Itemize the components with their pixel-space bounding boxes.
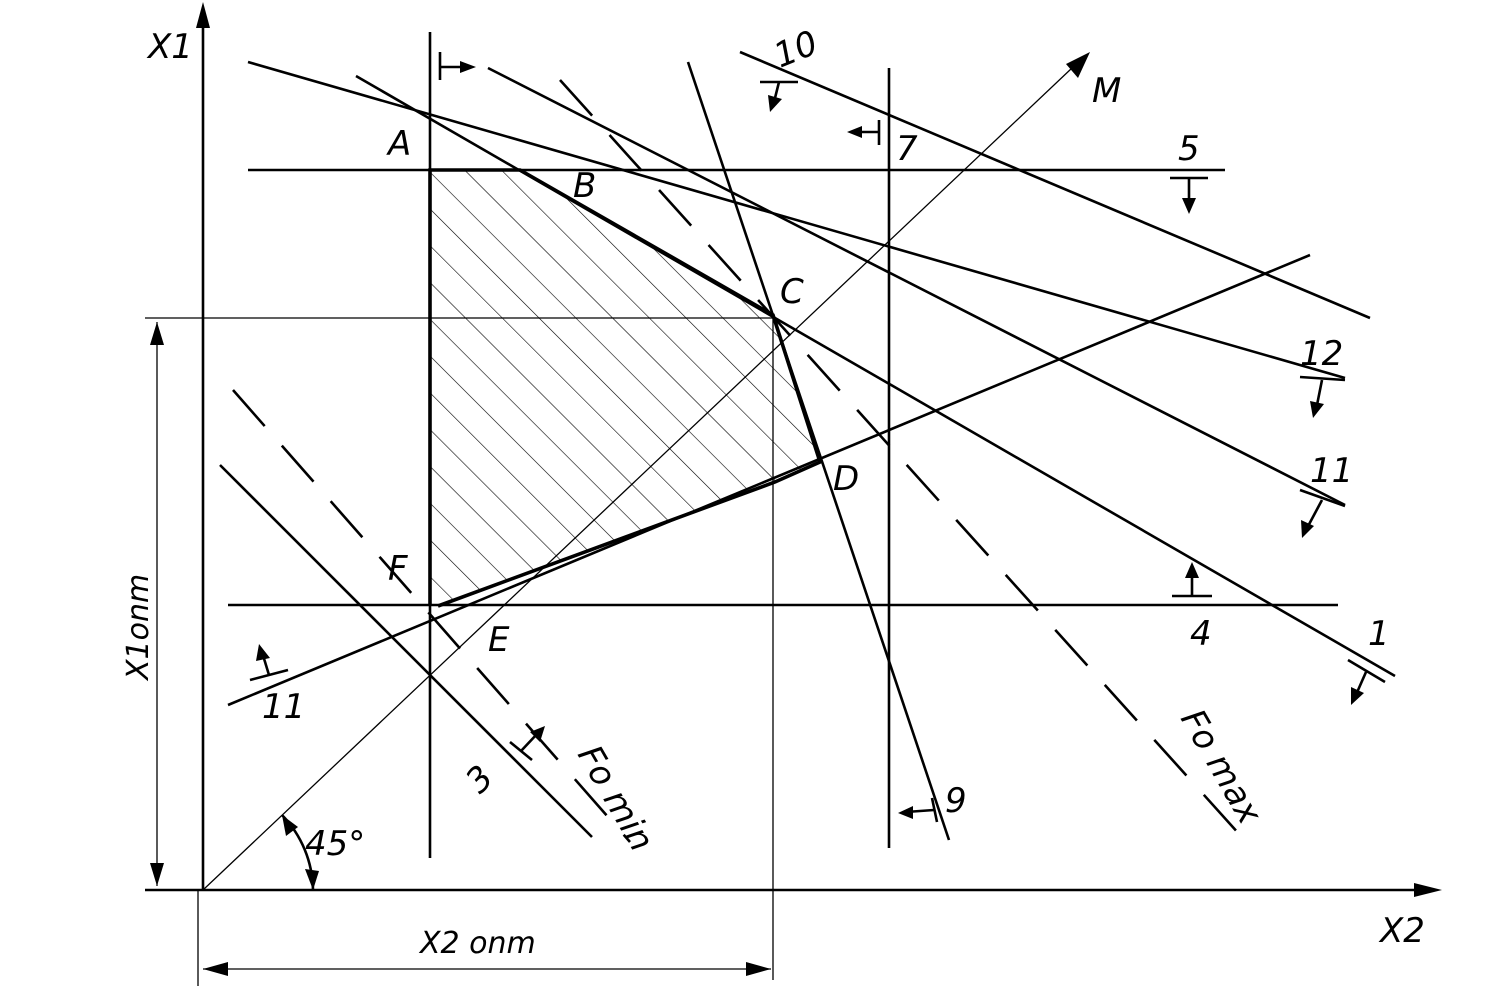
x1-optimum-label: X1onm bbox=[121, 574, 156, 682]
ray-m-arrow-icon bbox=[1066, 52, 1090, 78]
ray-m-label: M bbox=[1092, 71, 1121, 111]
x2-axis-arrow-icon bbox=[1414, 883, 1442, 897]
constraint-12-label: 12 bbox=[1300, 334, 1343, 374]
constraint-1-label: 1 bbox=[1368, 614, 1390, 654]
constraint-line-1 bbox=[355, 74, 1396, 678]
marker-10 bbox=[760, 80, 798, 112]
fo-min-dashed-line bbox=[232, 389, 631, 843]
constraint-11-lower-label: 11 bbox=[262, 687, 305, 727]
angle-arc-arrow-bottom-icon bbox=[305, 869, 319, 890]
marker-1 bbox=[1347, 658, 1386, 705]
constraint-line-11-upper bbox=[487, 66, 1346, 507]
constraint-line-12 bbox=[247, 60, 1346, 380]
direction-ray-m bbox=[202, 67, 1073, 891]
marker-fo-min bbox=[509, 726, 545, 762]
marker-11-lower bbox=[249, 644, 289, 682]
fo-min-solid-line bbox=[219, 464, 593, 838]
x2-dim-arrow-right-icon bbox=[746, 962, 771, 976]
x2-optimum-label: X2 onm bbox=[418, 926, 536, 961]
constraint-line-9 bbox=[686, 61, 951, 841]
marker-9 bbox=[898, 797, 939, 823]
marker-4 bbox=[1172, 562, 1212, 598]
x1-axis-label: X1 bbox=[146, 27, 193, 67]
vertex-e-label: E bbox=[488, 620, 510, 660]
constraint-3-label: 3 bbox=[458, 758, 502, 802]
vertex-f-label: F bbox=[388, 549, 408, 589]
constraint-7-label: 7 bbox=[896, 129, 918, 169]
fo-max-dashed-line bbox=[559, 79, 1241, 836]
vertex-c-label: C bbox=[780, 272, 804, 312]
marker-7 bbox=[847, 120, 881, 145]
constraint-line-11-lower bbox=[227, 253, 1311, 707]
angle-label: 45° bbox=[305, 824, 365, 864]
marker-11-upper bbox=[1299, 488, 1346, 538]
x2-axis-label: X2 bbox=[1378, 911, 1425, 951]
constraint-4-label: 4 bbox=[1190, 614, 1212, 654]
x1-dim-arrow-top-icon bbox=[150, 322, 164, 345]
constraint-9-label: 9 bbox=[945, 781, 967, 821]
constraint-11-upper-label: 11 bbox=[1310, 451, 1353, 491]
x1-axis-arrow-icon bbox=[196, 2, 210, 28]
constraint-line-10 bbox=[739, 50, 1371, 320]
feasible-region bbox=[430, 170, 820, 606]
x2-dim-arrow-left-icon bbox=[203, 962, 228, 976]
vertex-b-label: B bbox=[573, 166, 596, 206]
fo-min-label: Fo min bbox=[569, 739, 661, 859]
angle-arc-arrow-top-icon bbox=[282, 815, 298, 836]
constraint-5-label: 5 bbox=[1178, 129, 1200, 169]
vertex-d-label: D bbox=[833, 459, 859, 499]
marker-3 bbox=[438, 52, 476, 80]
x1-dim-arrow-bottom-icon bbox=[150, 863, 164, 886]
marker-5 bbox=[1170, 176, 1208, 214]
marker-12 bbox=[1299, 375, 1346, 418]
vertex-a-label: A bbox=[386, 124, 411, 164]
